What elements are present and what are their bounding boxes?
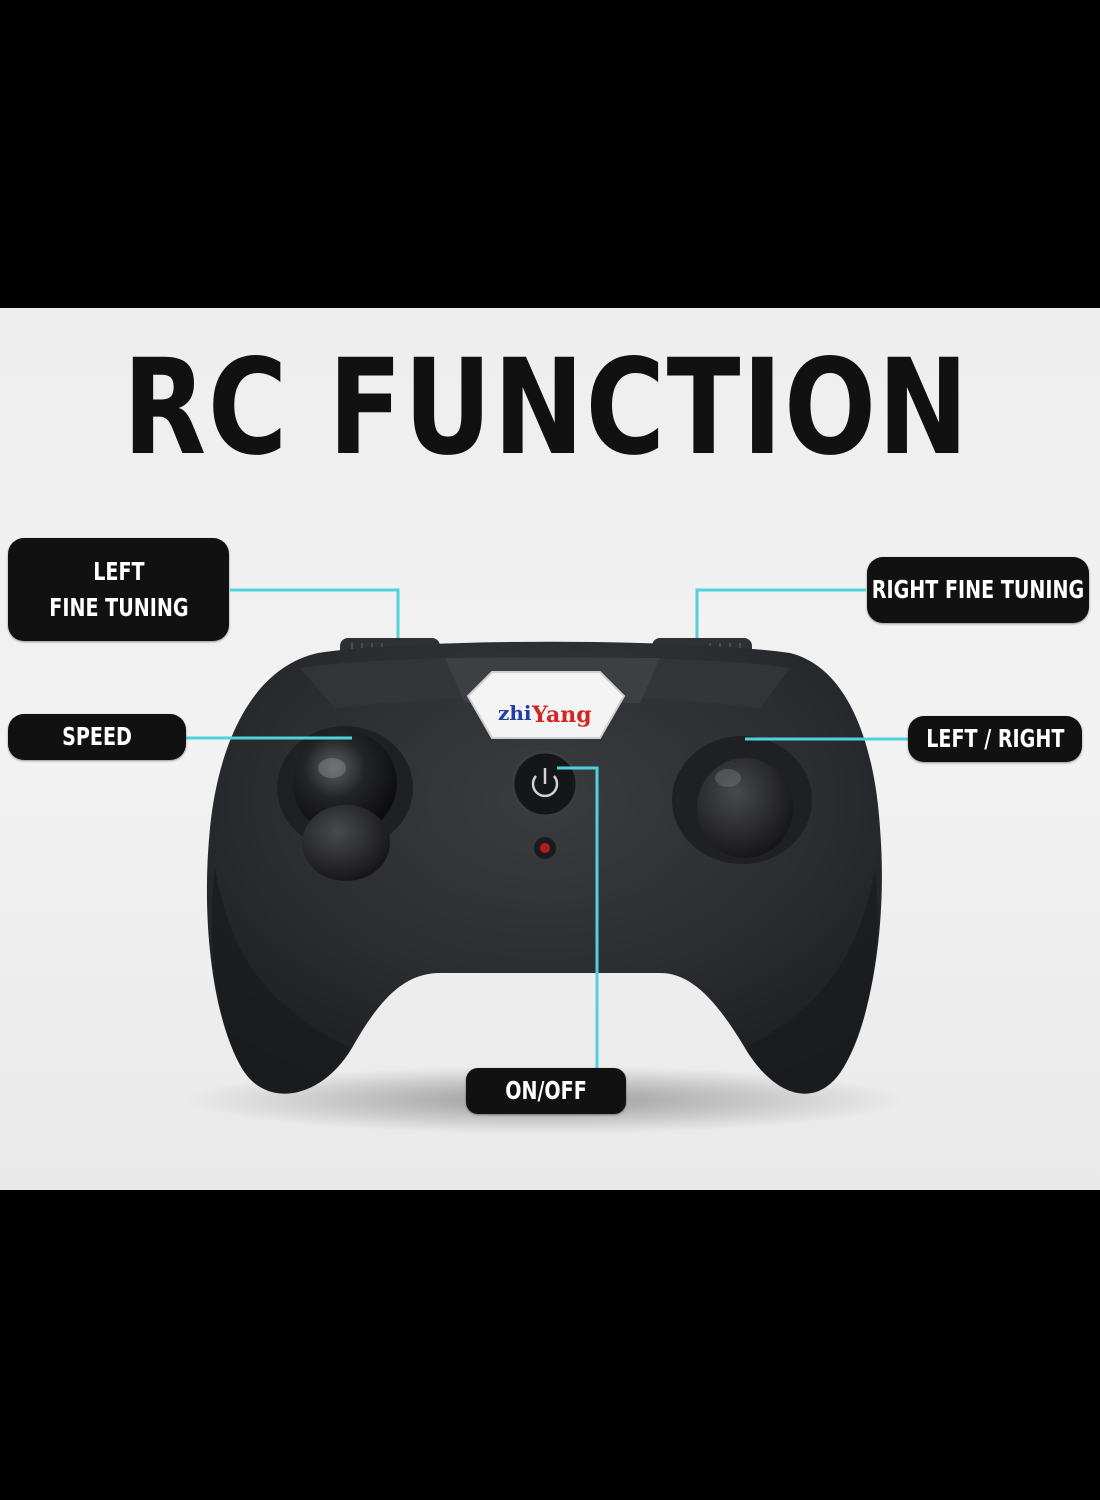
label-speed-text: SPEED	[62, 722, 132, 751]
callout-on-off	[557, 766, 599, 1068]
left-stick-highlight	[318, 758, 346, 778]
controller-illustration: zhi Yang	[185, 588, 908, 1134]
right-grip-shade	[745, 868, 878, 1092]
label-right-fine-tuning-text: RIGHT FINE TUNING	[871, 575, 1085, 604]
label-left-fine-tuning: LEFT FINE TUNING	[8, 538, 229, 641]
callout-lines	[186, 588, 908, 1068]
left-stick-cap	[302, 805, 390, 881]
brand-logo-left: zhi	[498, 701, 532, 725]
label-left-right: LEFT / RIGHT	[908, 716, 1082, 762]
brand-logo-plate	[466, 671, 626, 739]
left-grip-shade	[212, 868, 350, 1092]
label-left-fine-tuning-line2: FINE TUNING	[48, 592, 189, 622]
left-stick-ball	[293, 731, 397, 835]
label-left-right-text: LEFT / RIGHT	[925, 724, 1065, 753]
callout-left-fine-tuning	[230, 588, 400, 638]
power-icon	[531, 768, 559, 798]
right-stick-highlight	[715, 769, 741, 787]
right-stick-cap	[697, 758, 793, 858]
diagram-title: RC FUNCTION	[122, 331, 970, 485]
diagram-panel: RC FUNCTION	[0, 308, 1100, 1190]
led-light	[540, 843, 550, 853]
label-left-fine-tuning-line1: LEFT	[92, 556, 145, 586]
label-right-fine-tuning: RIGHT FINE TUNING	[867, 557, 1089, 623]
label-on-off: ON/OFF	[466, 1068, 626, 1114]
label-on-off-text: ON/OFF	[505, 1076, 587, 1105]
callout-right-fine-tuning	[695, 588, 866, 638]
brand-logo-right: Yang	[531, 702, 592, 728]
label-speed: SPEED	[8, 714, 186, 760]
